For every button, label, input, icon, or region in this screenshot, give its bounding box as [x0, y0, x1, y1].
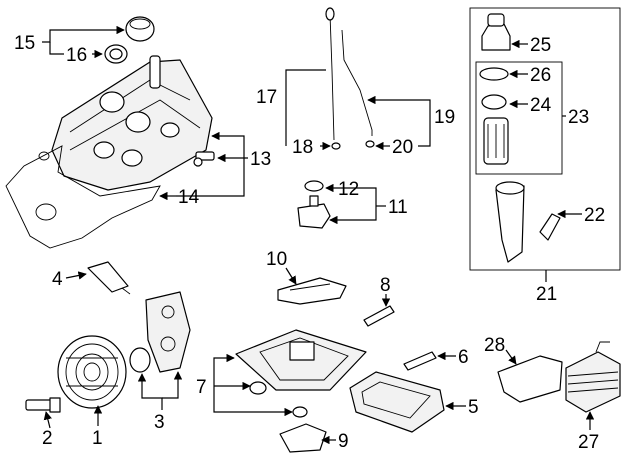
- sensor-o-ring: [304, 180, 324, 192]
- callout-20: 20: [392, 137, 413, 158]
- callout-18: 18: [292, 137, 313, 158]
- filter-group-box: [469, 7, 621, 271]
- valve-cover: [51, 55, 213, 191]
- crankshaft-pulley: [57, 335, 127, 409]
- callout-1: 1: [92, 428, 103, 449]
- callout-12: 12: [338, 179, 359, 200]
- callout-2: 2: [42, 428, 53, 449]
- filter-housing: [495, 181, 525, 263]
- callout-15: 15: [14, 33, 35, 54]
- callout-10: 10: [266, 249, 287, 270]
- callout-7: 7: [196, 377, 207, 398]
- callout-5: 5: [468, 397, 479, 418]
- oil-filter-element: [483, 117, 509, 165]
- front-seal: [129, 347, 151, 373]
- callout-6: 6: [458, 347, 469, 368]
- oil-dipstick: [329, 13, 335, 141]
- gasket-seal-rings: [35, 151, 57, 221]
- callout-11: 11: [388, 197, 408, 218]
- filter-cap: [481, 13, 511, 51]
- callout-14: 14: [178, 187, 200, 208]
- callout-24: 24: [530, 95, 552, 116]
- drain-plug: [249, 381, 267, 395]
- callout-13: 13: [250, 149, 271, 170]
- upper-oil-pan: [235, 329, 367, 391]
- callout-17: 17: [256, 87, 277, 108]
- callout-3: 3: [154, 412, 165, 433]
- callout-4: 4: [52, 269, 63, 290]
- oil-pressure-sensor: [539, 213, 561, 241]
- cap-seal: [104, 44, 128, 64]
- plug-washer: [292, 406, 308, 418]
- lower-oil-pan: [349, 371, 445, 433]
- oil-pump-tube: [403, 351, 437, 371]
- callout-28: 28: [484, 335, 505, 356]
- callout-25: 25: [530, 35, 551, 56]
- front-cover: [145, 291, 191, 373]
- callout-19: 19: [434, 107, 455, 128]
- oil-cooler: [565, 341, 621, 413]
- pulley-bolt: [25, 397, 61, 413]
- leader-lines: [42, 25, 595, 445]
- callout-21: 21: [536, 284, 557, 305]
- callout-16: 16: [66, 45, 87, 66]
- cover-bolt: [193, 151, 215, 167]
- valve-cover-gasket: [5, 145, 161, 249]
- filter-cap-seal: [479, 67, 509, 81]
- oil-level-sensor: [297, 195, 331, 229]
- sealant-tube: [87, 261, 131, 295]
- dipstick-o-ring: [331, 142, 341, 150]
- dipstick-tube: [341, 29, 373, 136]
- oil-filler-cap: [125, 16, 155, 42]
- oil-pan-baffle: [277, 277, 347, 305]
- filter-seal-ring: [481, 94, 507, 110]
- windage-bracket: [279, 423, 327, 453]
- callout-27: 27: [578, 432, 599, 453]
- filter-kit-box: [475, 61, 563, 175]
- dipstick-handle: [325, 7, 335, 21]
- callout-26: 26: [530, 65, 551, 86]
- cover-plate: [497, 355, 563, 403]
- tube-o-ring: [365, 140, 375, 148]
- callout-8: 8: [380, 275, 391, 296]
- callout-22: 22: [584, 205, 605, 226]
- callout-23: 23: [568, 107, 589, 128]
- oil-seal-tube: [363, 305, 395, 327]
- callout-9: 9: [338, 431, 349, 452]
